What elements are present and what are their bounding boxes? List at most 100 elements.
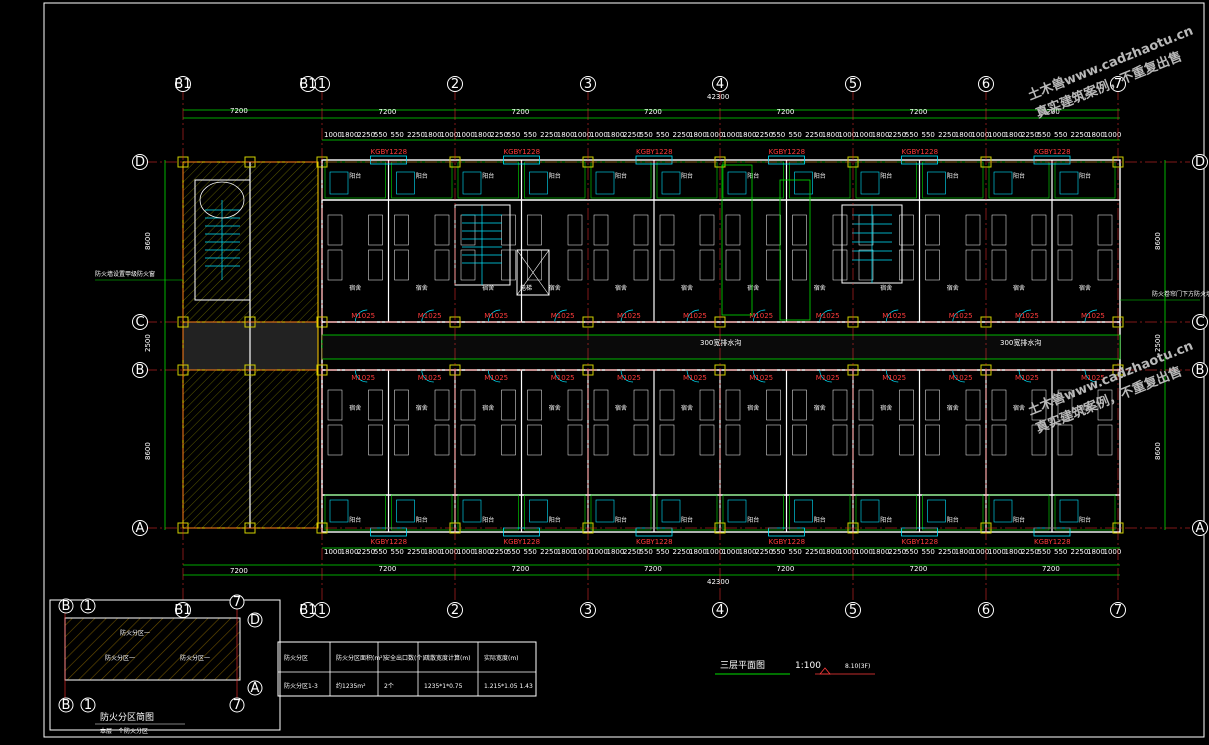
bed-bottom-1-1-1 [527, 424, 542, 456]
toilet-top-3-0 [727, 171, 747, 195]
key-plan-zone-label: 防火分区一 [120, 629, 150, 637]
toilet-bottom-2-1 [661, 499, 681, 523]
balcony-label-bottom-0-0: 阳台 [349, 516, 361, 524]
bed-bottom-r-0-0-0 [368, 389, 383, 421]
toilet-top-2-1 [661, 171, 681, 195]
balcony-top-2-0 [590, 161, 652, 199]
bay-dim-bottom-3: 7200 [777, 565, 795, 573]
room-label-bottom-2-0: 宿舍 [615, 404, 627, 412]
axis-bubble-bottom-left-label: B1 [174, 603, 191, 618]
bed-bottom-r-5-0-1 [1031, 424, 1047, 456]
bay-dim-top-2: 7200 [644, 108, 662, 116]
room-label-bottom-5-1: 宿舍 [1079, 404, 1091, 412]
key-plan-zone-label-3: 防火分区一 [180, 654, 210, 662]
balcony-label-top-3-0: 阳台 [747, 172, 759, 180]
balcony-label-bottom-4-0: 阳台 [880, 516, 892, 524]
left-dim-bottom: 8600 [144, 442, 152, 460]
bed-top-r-2-0-1 [633, 249, 649, 281]
window-tag-bottom-3: KGBY1228 [769, 538, 806, 546]
window-top-5 [1033, 155, 1071, 165]
seg-dim-bottom-2-3: 550 [640, 548, 653, 556]
balcony-label-bottom-5-1: 阳台 [1079, 516, 1091, 524]
room-label-top-4-1: 宿舍 [947, 284, 959, 292]
table-text: 防火分区防火分区面积(m²)安全出口数(个)疏散宽度计算(m)实际宽度(m)防火… [284, 654, 533, 690]
door-tag-bottom-5-1: M1025 [1081, 374, 1105, 382]
seg-dim-top-5-4: 550 [1054, 131, 1067, 139]
bed-bottom-1-1-0 [527, 389, 542, 421]
balcony-label-top-4-1: 阳台 [947, 172, 959, 180]
door-tag-top-3-0: M1025 [749, 312, 773, 320]
bed-bottom-3-1-0 [792, 389, 807, 421]
bed-bottom-r-5-1-1 [1097, 424, 1113, 456]
bed-top-3-1-0 [792, 214, 807, 246]
bed-top-r-3-1-0 [832, 214, 848, 246]
axis-bubble-top-4-circle [712, 76, 728, 92]
seg-dim-top-4-4: 550 [922, 131, 935, 139]
balcony-label-bottom-5-0: 阳台 [1013, 516, 1025, 524]
balcony-label-top-1-1: 阳台 [549, 172, 561, 180]
axis-bubble-top-3-label: 3 [584, 77, 592, 92]
door-swing-top-1-1 [554, 309, 567, 323]
bed-top-0-0-1 [327, 249, 343, 281]
bed-top-0-1-0 [394, 214, 409, 246]
bed-top-4-0-1 [858, 249, 874, 281]
bed-bottom-r-3-1-0 [832, 389, 848, 421]
bed-bottom-5-0-0 [991, 389, 1007, 421]
seg-dim-top-0-6: 1800 [424, 131, 442, 139]
bed-top-4-1-1 [925, 249, 940, 281]
door-tag-bottom-5-0: M1025 [1015, 374, 1039, 382]
bay-dim-top-3: 7200 [777, 108, 795, 116]
key-bubble-bottom-2 [229, 697, 245, 713]
door-swing-bottom-3-0 [752, 369, 766, 383]
door-swing-bottom-0-1 [421, 369, 434, 383]
bay-dim-top-1: 7200 [512, 108, 530, 116]
room-labels: 宿舍宿舍阳台阳台宿舍宿舍阳台阳台宿舍宿舍阳台阳台宿舍宿舍阳台阳台宿舍宿舍阳台阳台… [349, 172, 1091, 524]
balcony-bottom-3-1 [789, 494, 851, 531]
axis-bubble-right-A-circle [1192, 520, 1208, 536]
seg-dim-top-4-0: 1000 [855, 131, 873, 139]
seg-dim-top-4-6: 1800 [955, 131, 973, 139]
bed-bottom-5-0-1 [991, 424, 1007, 456]
door-tag-top-2-0: M1025 [617, 312, 641, 320]
balcony-bottom-3-0 [722, 494, 784, 531]
bed-bottom-0-0-0 [327, 389, 343, 421]
table-header-2: 安全出口数(个) [384, 654, 425, 662]
door-tag-top-5-0: M1025 [1015, 312, 1039, 320]
key-bubble-bottom-0 [58, 697, 74, 713]
axis-bubble-bottom-3-label: 3 [584, 603, 592, 618]
balcony-bottom-1-1 [524, 494, 586, 531]
bed-bottom-r-0-0-1 [368, 424, 383, 456]
window-top-1 [503, 155, 540, 165]
stair-landing-curve [199, 181, 245, 219]
axis-bubble-top-left2-circle [300, 76, 316, 92]
seg-dim-top-1-1: 1800 [474, 131, 492, 139]
door-swing-top-0-0 [354, 309, 368, 323]
axis-bubble-left-B-circle [132, 362, 148, 378]
seg-dim-bottom-0-1: 1800 [341, 548, 359, 556]
seg-dim-top-0-0: 1000 [324, 131, 342, 139]
seg-dim-top-1-4: 550 [524, 131, 537, 139]
toilet-bottom-0-1 [396, 499, 415, 523]
balcony-bottom-2-0 [590, 494, 652, 531]
seg-dim-top-3-4: 550 [789, 131, 802, 139]
bed-bottom-r-3-1-1 [832, 424, 848, 456]
bed-bottom-2-0-1 [593, 424, 609, 456]
seg-dim-top-1-6: 1800 [557, 131, 575, 139]
toilet-bottom-3-0 [727, 499, 747, 523]
axis-bubble-bottom-2-circle [447, 602, 463, 618]
bed-top-1-0-0 [460, 214, 476, 246]
door-tag-bottom-2-0: M1025 [617, 374, 641, 382]
seg-dim-bottom-3-7: 1000 [838, 548, 856, 556]
seg-dim-top-2-3: 550 [640, 131, 653, 139]
seg-dim-bottom-4-7: 1000 [971, 548, 989, 556]
balcony-label-bottom-2-1: 阳台 [681, 516, 693, 524]
bay-dim-top-4: 7200 [910, 108, 928, 116]
seg-dim-bottom-2-0: 1000 [590, 548, 608, 556]
toilet-top-1-0 [462, 171, 482, 195]
bay-dim-bottom-5: 7200 [1042, 565, 1060, 573]
seg-dim-bottom-0-3: 550 [374, 548, 387, 556]
bed-bottom-4-1-0 [925, 389, 940, 421]
